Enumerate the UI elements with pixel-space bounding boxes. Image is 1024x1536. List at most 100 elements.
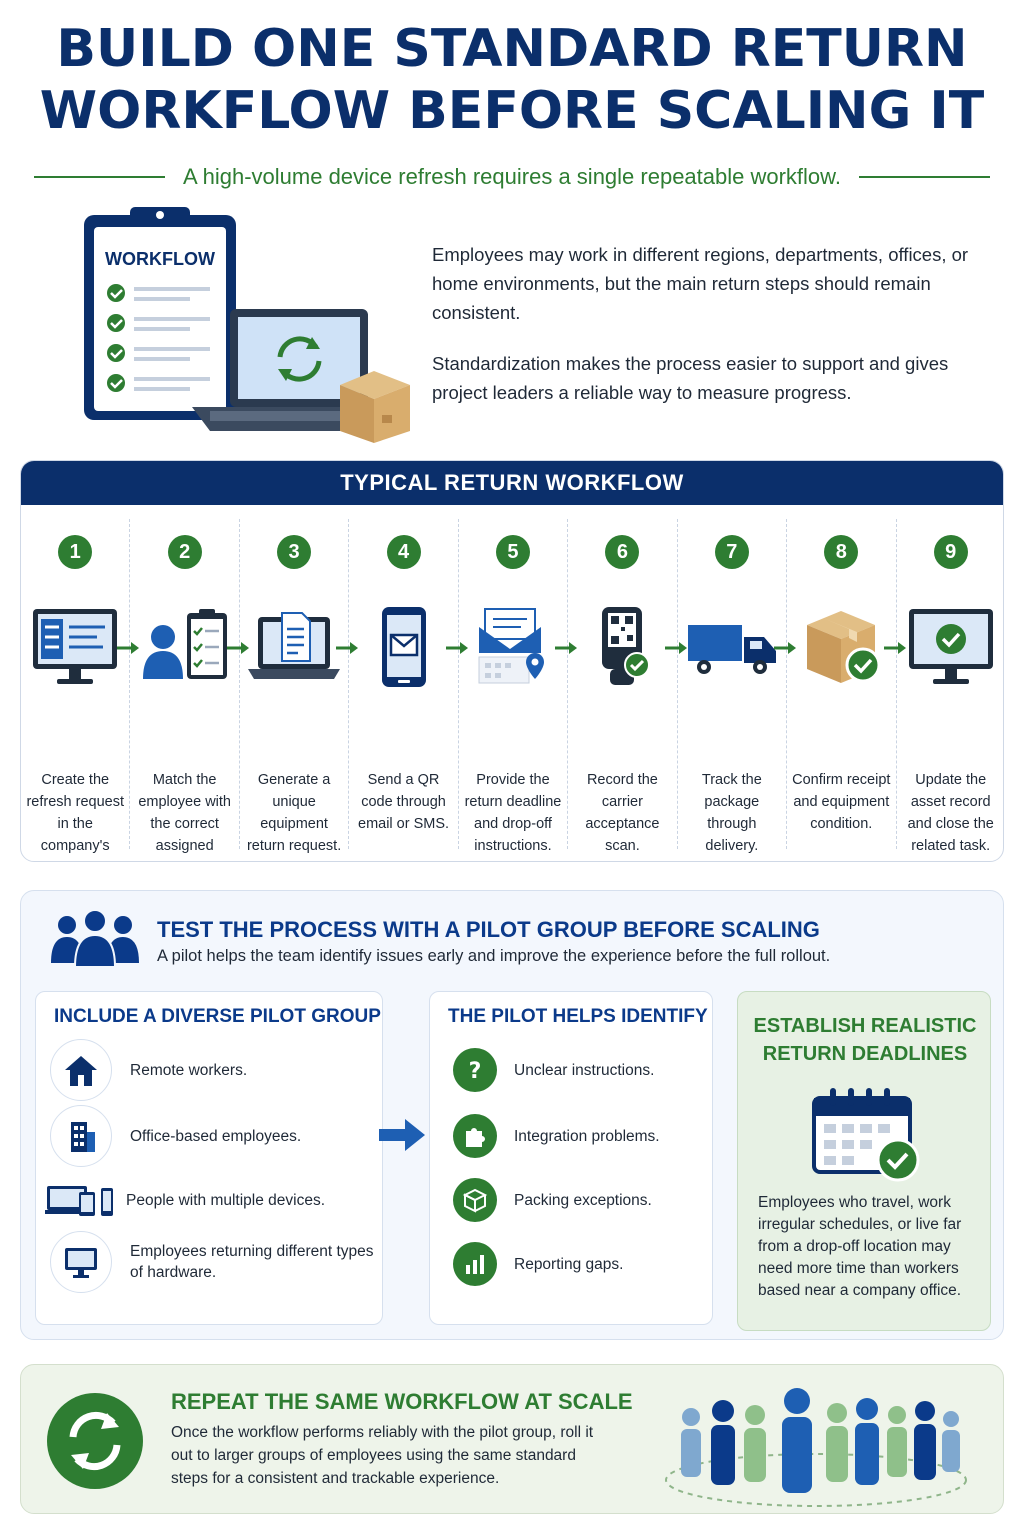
sync-circle-icon	[47, 1393, 143, 1489]
step-arrow-icon	[664, 642, 687, 654]
person-checklist-icon	[142, 609, 227, 679]
workflow-step-7: 7 Track the package through delivery.	[678, 519, 797, 854]
list-item: Employees returning different types of h…	[50, 1231, 382, 1293]
pilot-title: TEST THE PROCESS WITH A PILOT GROUP BEFO…	[157, 917, 820, 942]
list-item: Packing exceptions.	[444, 1170, 652, 1230]
laptop-sync-icon	[192, 309, 404, 431]
list-item: Reporting gaps.	[444, 1234, 623, 1294]
deadlines-title-line-1: ESTABLISH REALISTIC	[753, 1015, 977, 1037]
step-text: Track the package through delivery.	[701, 772, 762, 854]
workflow-step-6: 6 Record the carrier acceptance scan.	[568, 519, 687, 854]
step-number: 6	[605, 535, 640, 569]
hero-paragraph-1: Employees may work in different regions,…	[432, 244, 969, 323]
step-number: 2	[167, 535, 202, 569]
phone-email-icon	[381, 607, 426, 687]
deadlines-text: Employees who travel, work irregular sch…	[758, 1194, 962, 1299]
step-arrow-icon	[117, 642, 140, 654]
pilot-identify-title: THE PILOT HELPS IDENTIFY	[448, 1006, 708, 1027]
workflow-step-9: 9 Update the asset record and close the …	[897, 519, 1004, 854]
workflow-step-4: 4 Send a QR code through email or SMS.	[349, 519, 468, 849]
subtitle-rule-left	[34, 176, 166, 178]
workflow-step-1: 1 Create the refresh request in the comp…	[21, 519, 140, 861]
workflow-step-5: 5 Provide the return deadline and drop-o…	[459, 519, 578, 854]
question-icon: ?	[453, 1048, 497, 1092]
monitor-icon	[50, 1231, 112, 1293]
list-item-label: Unclear instructions.	[514, 1061, 655, 1079]
step-number: 9	[933, 535, 968, 569]
step-text: Match the employee with the correct assi…	[138, 772, 231, 861]
workflow-step-8: 8 Confirm receipt and equipment conditio…	[787, 519, 906, 849]
page-subtitle: A high-volume device refresh requires a …	[183, 164, 841, 189]
repeat-title: REPEAT THE SAME WORKFLOW AT SCALE	[171, 1389, 633, 1414]
list-item-label: Employees returning different types of h…	[130, 1243, 374, 1281]
step-number: 1	[58, 535, 93, 569]
step-arrow-icon	[336, 642, 359, 654]
workflow-panel: TYPICAL RETURN WORKFLOW 1 Create the ref…	[20, 460, 1004, 862]
step-text: Confirm receipt and equipment condition.	[792, 772, 891, 832]
diverse-pilot-title: INCLUDE A DIVERSE PILOT GROUP	[54, 1006, 381, 1027]
step-arrow-icon	[445, 642, 468, 654]
box-check-icon	[807, 611, 881, 683]
subtitle-rule-right	[858, 176, 990, 178]
svg-text:?: ?	[469, 1059, 482, 1084]
workflow-step-2: 2 Match the employee with the correct as…	[130, 519, 249, 861]
monitor-form-icon	[33, 609, 118, 684]
box-icon	[340, 371, 410, 443]
calendar-check-icon	[812, 1088, 920, 1182]
hero-text: Employees may work in different regions,…	[432, 240, 992, 407]
repeat-section: REPEAT THE SAME WORKFLOW AT SCALE Once t…	[20, 1364, 1004, 1514]
deadlines-card: ESTABLISH REALISTIC RETURN DEADLINES Emp…	[737, 991, 991, 1331]
list-item-label: Integration problems.	[514, 1127, 660, 1145]
step-number: 4	[386, 535, 421, 569]
step-text: Update the asset record and close the re…	[907, 772, 994, 854]
subtitle-row: A high-volume device refresh requires a …	[34, 160, 990, 194]
step-number: 3	[277, 535, 312, 569]
pilot-identify-card: THE PILOT HELPS IDENTIFY ? Unclear instr…	[429, 991, 713, 1325]
clipboard-label: WORKFLOW	[105, 249, 215, 269]
step-text: Record the carrier acceptance scan.	[585, 772, 660, 854]
workflow-step-3: 3 Generate a unique equipment return req…	[240, 519, 359, 854]
open-box-icon	[453, 1178, 497, 1222]
pilot-section: TEST THE PROCESS WITH A PILOT GROUP BEFO…	[20, 890, 1004, 1340]
qr-scanner-icon	[602, 607, 651, 685]
step-text: Generate a unique equipment return reque…	[246, 772, 342, 854]
clipboard-checklist-icon: WORKFLOW	[84, 207, 236, 420]
list-item-label: Remote workers.	[130, 1061, 248, 1079]
step-arrow-icon	[226, 642, 249, 654]
monitor-check-icon	[908, 609, 993, 684]
workflow-steps: 1 Create the refresh request in the comp…	[21, 519, 1004, 861]
laptop-document-icon	[248, 612, 341, 679]
multiple-devices-icon	[44, 1169, 118, 1231]
list-item: Office-based employees.	[50, 1105, 302, 1167]
deadlines-title-line-2: RETURN DEADLINES	[762, 1043, 968, 1065]
step-text: Provide the return deadline and drop-off…	[464, 772, 562, 854]
step-arrow-icon	[774, 642, 797, 654]
page-title: BUILD ONE STANDARD RETURN WORKFLOW BEFOR…	[0, 18, 1024, 142]
title-line-1: BUILD ONE STANDARD RETURN	[56, 19, 968, 79]
step-number: 8	[824, 535, 859, 569]
hero-paragraph-2: Standardization makes the process easier…	[432, 353, 949, 403]
step-text: Create the refresh request in the compan…	[26, 772, 124, 861]
puzzle-icon	[453, 1114, 497, 1158]
list-item: People with multiple devices.	[45, 1170, 326, 1230]
arrow-right-icon	[379, 1119, 425, 1151]
people-group-icon	[51, 909, 139, 967]
list-item-label: Packing exceptions.	[514, 1191, 652, 1209]
truck-icon	[687, 625, 776, 674]
envelope-calendar-pin-icon	[478, 608, 544, 684]
hero-illustration: WORKFLOW	[84, 207, 410, 443]
diverse-pilot-card: INCLUDE A DIVERSE PILOT GROUP Remote wor…	[35, 991, 383, 1325]
step-number: 7	[714, 535, 749, 569]
workflow-header: TYPICAL RETURN WORKFLOW	[21, 461, 1003, 505]
list-item: Remote workers.	[50, 1039, 248, 1101]
list-item: ? Unclear instructions.	[444, 1040, 654, 1100]
list-item-label: Office-based employees.	[130, 1127, 302, 1145]
deadlines-title: ESTABLISH REALISTIC RETURN DEADLINES	[738, 1012, 992, 1068]
step-arrow-icon	[883, 642, 906, 654]
step-arrow-icon	[555, 642, 578, 654]
list-item: Integration problems.	[444, 1106, 660, 1166]
list-item-label: People with multiple devices.	[126, 1191, 326, 1209]
office-building-icon	[50, 1105, 112, 1167]
step-text: Send a QR code through email or SMS.	[358, 772, 450, 832]
repeat-text: Once the workflow performs reliably with…	[171, 1424, 594, 1487]
